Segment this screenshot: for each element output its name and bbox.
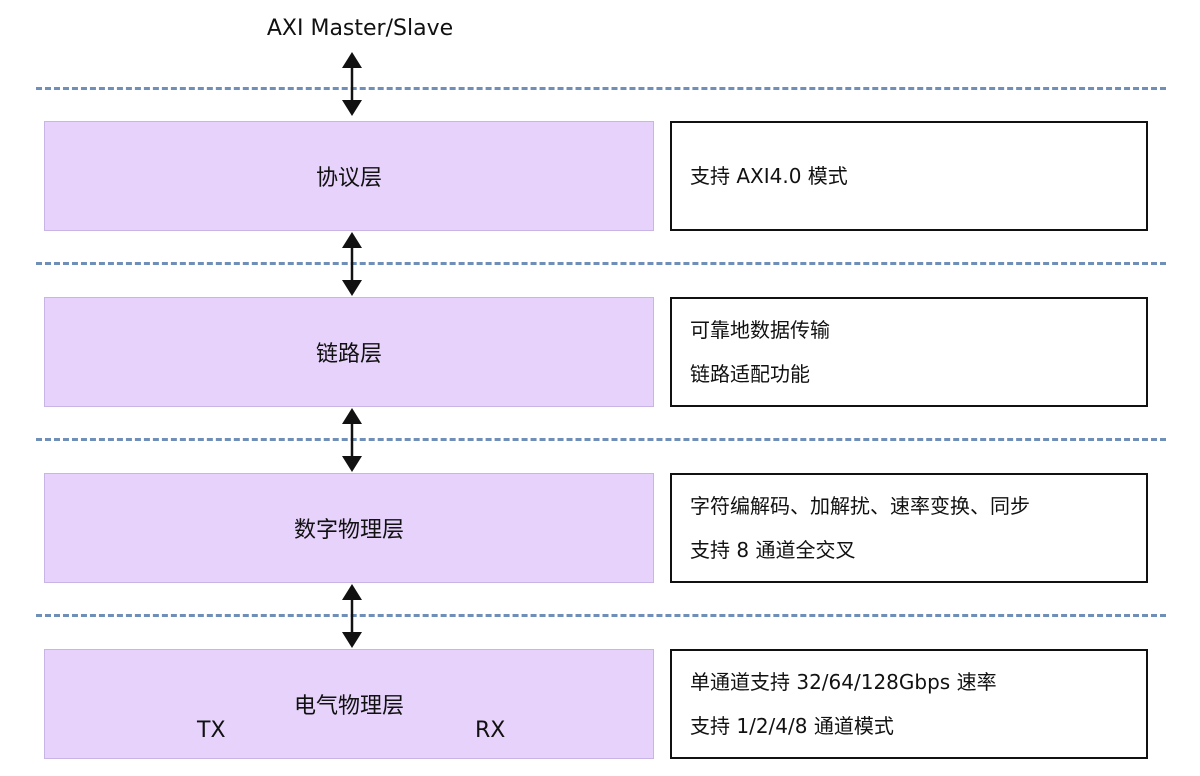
desc-protocol: 支持 AXI4.0 模式 — [670, 121, 1148, 231]
desc-electrical-phy-line-1: 单通道支持 32/64/128Gbps 速率 — [690, 670, 997, 694]
separator-1 — [36, 87, 1166, 90]
desc-link-line-1: 可靠地数据传输 — [690, 318, 830, 342]
separator-3 — [36, 438, 1166, 441]
layer-digital-phy: 数字物理层 — [44, 473, 654, 583]
layer-digital-phy-label: 数字物理层 — [293, 518, 404, 543]
layer-electrical-phy: 电气物理层 — [44, 649, 654, 759]
desc-digital-phy: 字符编解码、加解扰、速率变换、同步 支持 8 通道全交叉 — [670, 473, 1148, 583]
desc-electrical-phy: 单通道支持 32/64/128Gbps 速率 支持 1/2/4/8 通道模式 — [670, 649, 1148, 759]
desc-link: 可靠地数据传输 链路适配功能 — [670, 297, 1148, 407]
arrow-2 — [342, 232, 362, 296]
arrow-3 — [342, 408, 362, 472]
tx-label: TX — [197, 718, 226, 743]
layer-link-label: 链路层 — [315, 342, 382, 367]
separator-4 — [36, 614, 1166, 617]
desc-digital-phy-line-1: 字符编解码、加解扰、速率变换、同步 — [690, 494, 1030, 518]
rx-label: RX — [475, 718, 506, 743]
desc-protocol-line-1: 支持 AXI4.0 模式 — [690, 164, 848, 188]
arrow-4 — [342, 584, 362, 648]
desc-electrical-phy-line-2: 支持 1/2/4/8 通道模式 — [690, 714, 894, 738]
top-label: AXI Master/Slave — [266, 16, 454, 41]
desc-digital-phy-line-2: 支持 8 通道全交叉 — [690, 538, 856, 562]
layer-link: 链路层 — [44, 297, 654, 407]
layer-protocol-label: 协议层 — [315, 166, 382, 191]
arrow-1 — [342, 52, 362, 116]
separator-2 — [36, 262, 1166, 265]
layer-electrical-phy-label: 电气物理层 — [293, 694, 404, 719]
desc-link-line-2: 链路适配功能 — [690, 362, 810, 386]
layer-protocol: 协议层 — [44, 121, 654, 231]
